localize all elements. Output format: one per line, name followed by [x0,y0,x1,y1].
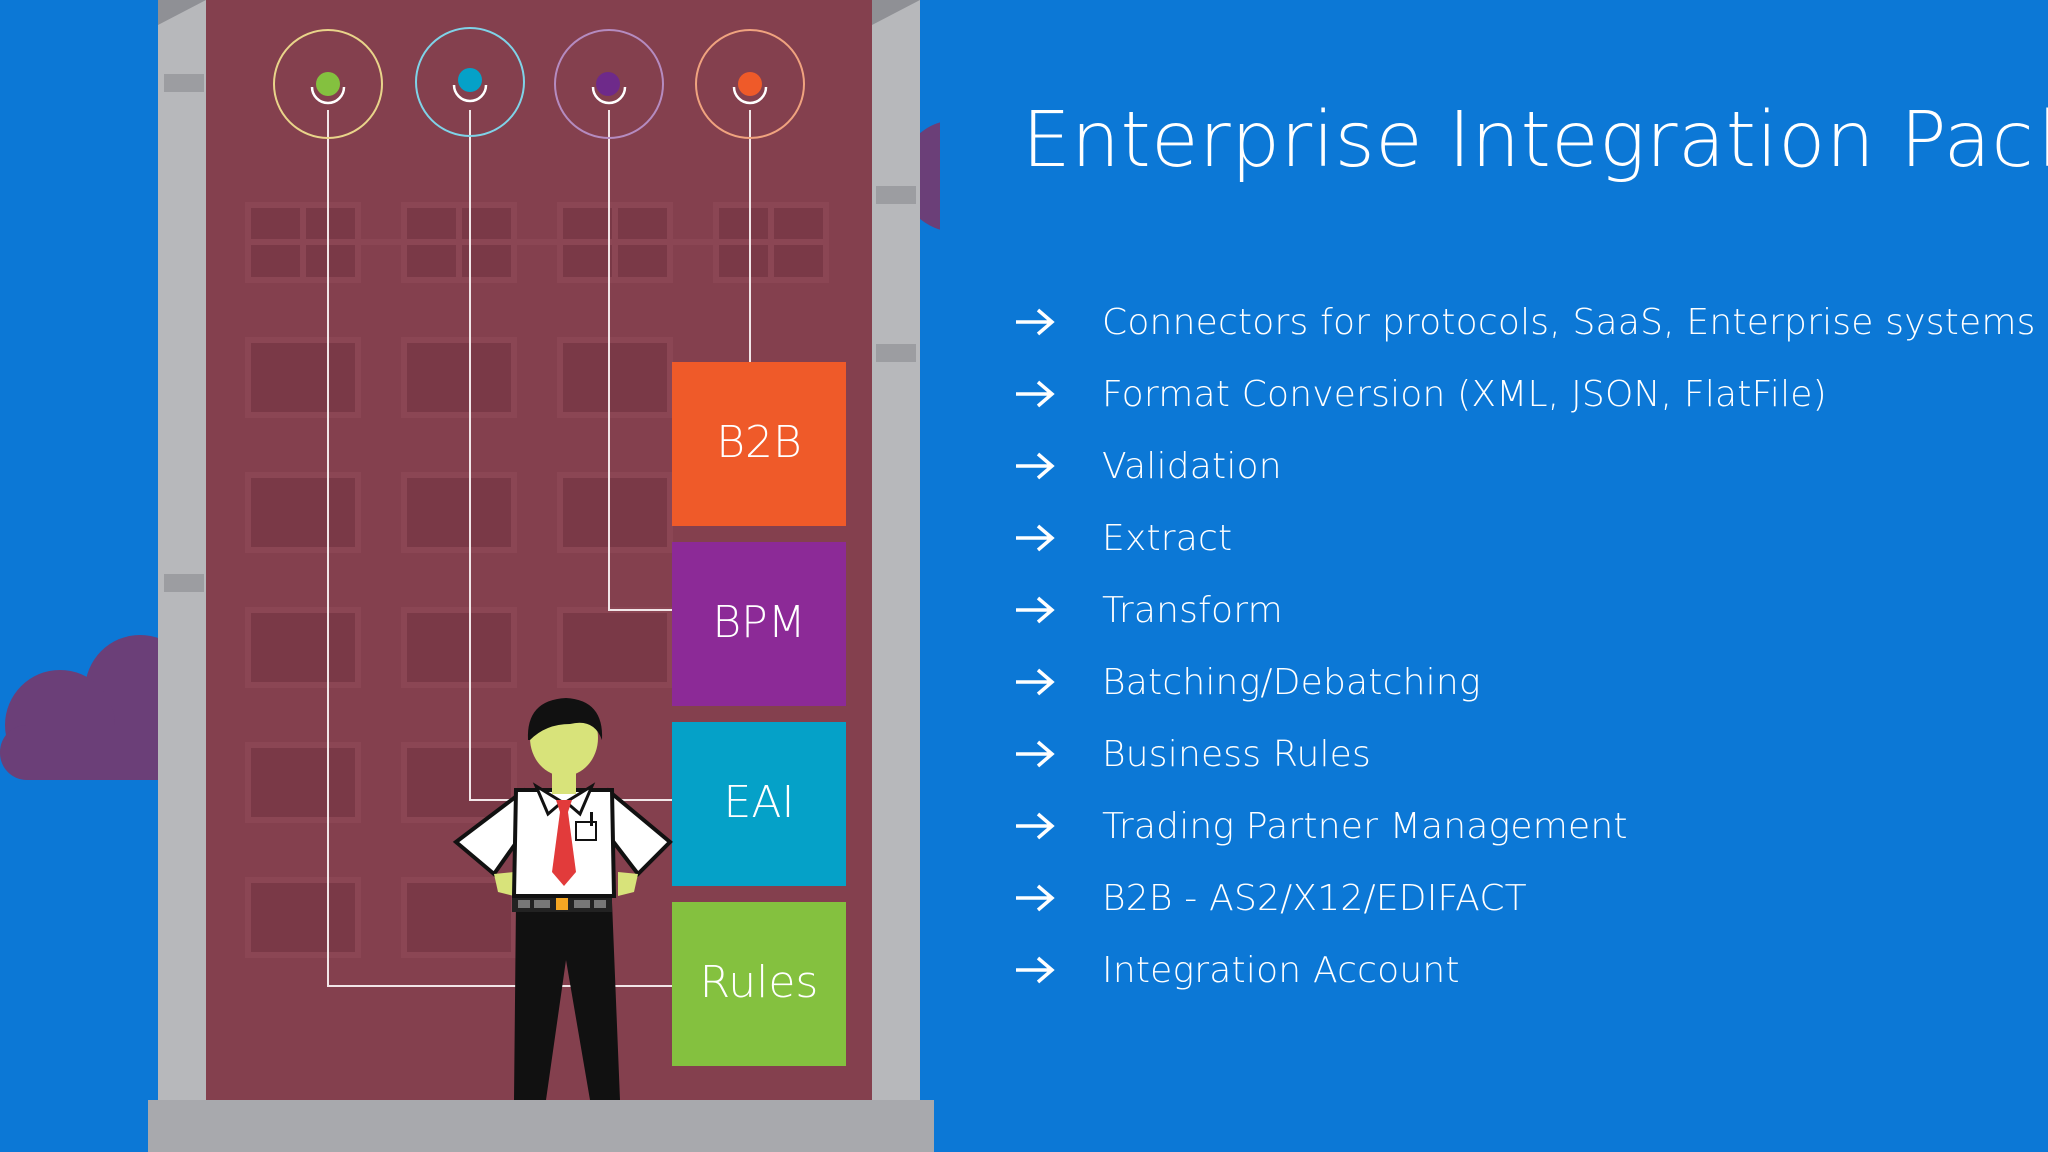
feature-item: Integration Account [1012,934,2036,1006]
feature-item: Business Rules [1012,718,2036,790]
feature-label: Transform [1102,589,1283,631]
feature-label: Connectors for protocols, SaaS, Enterpri… [1102,301,2036,343]
building-windows [245,202,829,958]
module-bpm-label: BPM [712,597,805,648]
module-bpm: BPM [672,542,846,706]
feature-item: Transform [1012,574,2036,646]
module-b2b-label: B2B [716,417,802,468]
arrow-right-icon [1016,596,1055,624]
feature-label: Trading Partner Management [1102,805,1628,847]
right-pillar [872,0,920,1105]
module-eai-label: EAI [724,777,795,828]
feature-item: B2B - AS2/X12/EDIFACT [1012,862,2036,934]
module-b2b: B2B [672,362,846,526]
feature-label: Format Conversion (XML, JSON, FlatFile) [1102,373,1827,415]
feature-item: Format Conversion (XML, JSON, FlatFile) [1012,358,2036,430]
feature-item: Trading Partner Management [1012,790,2036,862]
feature-item: Extract [1012,502,2036,574]
module-eai: EAI [672,722,846,886]
feature-label: Extract [1102,517,1233,559]
arrow-right-icon [1016,812,1055,840]
left-pillar [158,0,206,1105]
arrow-right-icon [1016,524,1055,552]
arrow-right-icon [1016,452,1055,480]
arrow-right-icon [1016,884,1055,912]
feature-label: B2B - AS2/X12/EDIFACT [1102,877,1527,919]
module-rules: Rules [672,902,846,1066]
feature-label: Integration Account [1102,949,1460,991]
arrow-right-icon [1016,380,1055,408]
arrow-right-icon [1016,308,1055,336]
feature-label: Batching/Debatching [1102,661,1481,703]
building-base [148,1100,934,1152]
sensor-icon-orange [695,29,805,139]
feature-item: Validation [1012,430,2036,502]
feature-item: Batching/Debatching [1012,646,2036,718]
sensor-icon-green [273,29,383,139]
feature-label: Validation [1102,445,1282,487]
sensor-icon-cyan [415,27,525,137]
feature-item: Connectors for protocols, SaaS, Enterpri… [1012,286,2036,358]
businessman-figure [452,698,673,1100]
integration-illustration: B2B BPM EAI Rules [0,0,940,1152]
slide-title: Enterprise Integration Pack [1022,96,2048,185]
arrow-right-icon [1016,740,1055,768]
feature-label: Business Rules [1102,733,1371,775]
module-rules-label: Rules [700,957,819,1008]
sensor-icon-purple [554,29,664,139]
arrow-right-icon [1016,668,1055,696]
arrow-right-icon [1016,956,1055,984]
feature-list: Connectors for protocols, SaaS, Enterpri… [1012,286,2036,1006]
